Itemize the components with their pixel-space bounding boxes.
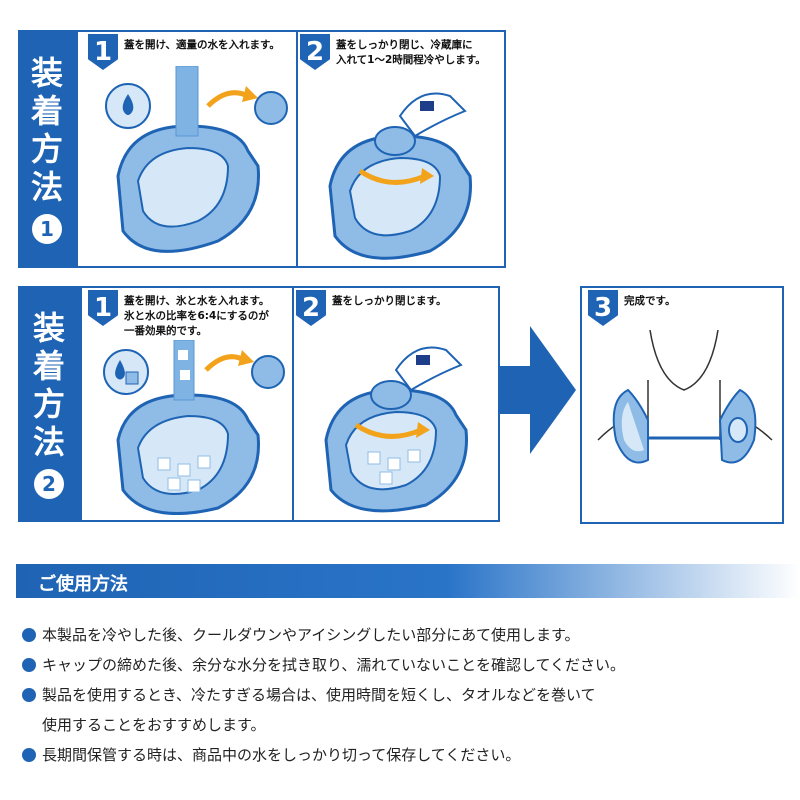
- complete-step: 3 完成です。: [588, 290, 782, 520]
- step-instruction: 完成です。: [624, 295, 676, 307]
- fill-water-illustration: [105, 66, 288, 253]
- bullet-dot-icon: [22, 628, 36, 642]
- close-cap-illustration: [328, 92, 472, 260]
- label-char: 法: [30, 168, 63, 206]
- step-number: 2: [296, 290, 326, 326]
- label-char: 方: [32, 385, 65, 423]
- bullet-dot-icon: [22, 748, 36, 762]
- usage-heading-bar: ご使用方法: [16, 564, 800, 598]
- label-char: 着: [30, 92, 63, 130]
- step-number: 1: [88, 290, 118, 326]
- step-instruction: 蓋を開け、氷と水を入れます。 氷と水の比率を6:4にするのが 一番効果的です。: [124, 295, 270, 337]
- method-2-step-1: 1 蓋を開け、氷と水を入れます。 氷と水の比率を6:4にするのが 一番効果的です…: [88, 290, 290, 518]
- step-instruction: 蓋を開け、適量の水を入れます。: [124, 39, 280, 51]
- bullet-dot-icon: [22, 658, 36, 672]
- arrow-right-icon: [500, 326, 576, 454]
- step-number: 1: [88, 34, 118, 70]
- method-number-badge: 2: [34, 469, 64, 499]
- method-2-step-2: 2 蓋をしっかり閉じます。: [296, 290, 498, 518]
- panel-divider: [296, 32, 298, 266]
- label-char: 法: [32, 423, 65, 461]
- method-1-step-2: 2 蓋をしっかり閉じ、冷蔵庫に 入れて1〜2時間程冷やします。: [300, 34, 504, 264]
- list-item: 本製品を冷やした後、クールダウンやアイシングしたい部分にあて使用します。: [20, 620, 790, 650]
- method-2-panel: 1 蓋を開け、氷と水を入れます。 氷と水の比率を6:4にするのが 一番効果的です…: [80, 286, 500, 522]
- usage-title: ご使用方法: [38, 574, 128, 595]
- close-cap-ice-illustration: [324, 346, 468, 513]
- method-1-step-1: 1 蓋を開け、適量の水を入れます。: [88, 34, 294, 264]
- label-char: 方: [30, 130, 63, 168]
- wearing-neck-pillow-illustration: [597, 330, 773, 464]
- add-ice-water-illustration: [103, 340, 285, 515]
- step-instruction: 蓋をしっかり閉じ、冷蔵庫に 入れて1〜2時間程冷やします。: [336, 39, 486, 66]
- method-number-badge: 1: [32, 214, 62, 244]
- step-number: 2: [300, 34, 330, 70]
- bullet-dot-icon: [22, 688, 36, 702]
- label-char: 装: [30, 54, 63, 92]
- method-1-panel: 1 蓋を開け、適量の水を入れます。 2 蓋をしっかり閉じ、冷蔵庫に 入れて1〜2…: [76, 30, 506, 268]
- step-number: 3: [588, 290, 618, 326]
- label-char: 装: [32, 309, 65, 347]
- list-item: 製品を使用するとき、冷たすぎる場合は、使用時間を短くし、タオルなどを巻いて 使用…: [20, 680, 790, 740]
- panel-divider: [292, 288, 294, 520]
- usage-bullet-list: 本製品を冷やした後、クールダウンやアイシングしたい部分にあて使用します。 キャッ…: [20, 620, 790, 770]
- list-item: 長期間保管する時は、商品中の水をしっかり切って保存してください。: [20, 740, 790, 770]
- list-item: キャップの締めた後、余分な水分を拭き取り、濡れていないことを確認してください。: [20, 650, 790, 680]
- method-2-label: 装 着 方 法 2: [18, 286, 80, 522]
- label-char: 着: [32, 347, 65, 385]
- step-instruction: 蓋をしっかり閉じます。: [332, 295, 447, 307]
- complete-panel: 3 完成です。: [580, 286, 784, 524]
- method-1-label: 装 着 方 法 1: [18, 30, 76, 268]
